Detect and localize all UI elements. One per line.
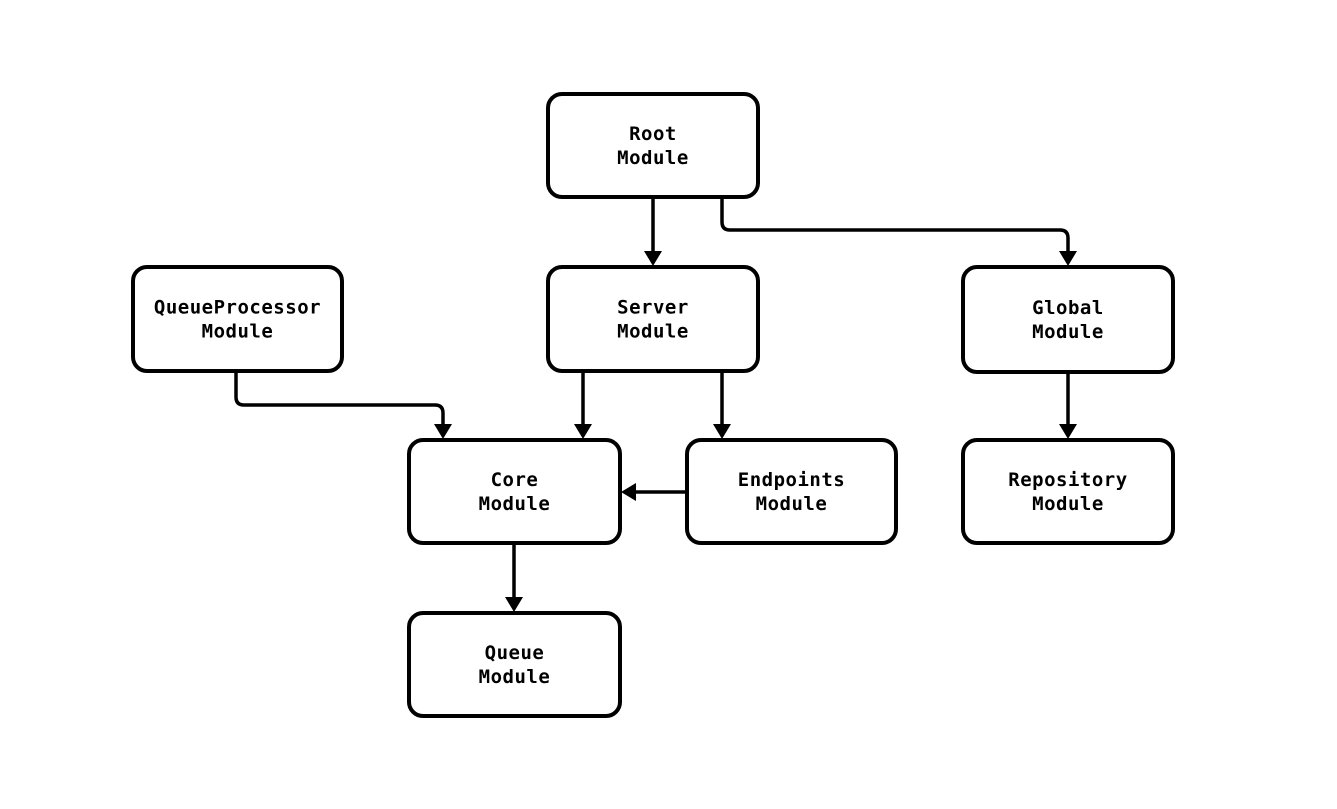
edge-global-to-repository [1059,372,1077,439]
node-label-line2: Module [617,147,689,169]
edge-queueprocessor-to-core [234,371,452,439]
node-box[interactable] [685,438,898,545]
node-box[interactable] [546,265,760,373]
node-label-line1: Endpoints [738,469,845,491]
node-label-line2: Module [1032,493,1104,515]
node-box[interactable] [131,265,344,373]
edge-arrowhead [1059,251,1077,266]
edge-arrowhead [644,251,662,266]
node-box[interactable] [961,438,1175,545]
node-label-line1: Queue [485,642,545,664]
node-label-line1: Global [1032,297,1104,319]
edge-core-to-queue [505,543,523,612]
node-label-line2: Module [479,493,551,515]
edge-arrowhead [1059,424,1077,439]
node-label-line2: Module [617,321,689,343]
node-box[interactable] [407,611,622,718]
node-label-line2: Module [1032,321,1104,343]
edge-root-to-global [720,197,1077,266]
edge-root-to-server [644,197,662,266]
node-box[interactable] [546,92,760,199]
node-label-line2: Module [756,493,828,515]
node-label-line2: Module [479,666,551,688]
node-label-line1: QueueProcessor [154,297,321,319]
edge-arrowhead [434,424,452,439]
edge-arrowhead [621,483,636,501]
node-box[interactable] [961,265,1175,374]
edges-layer [234,197,1077,612]
edge-server-to-core [574,371,592,439]
node-box[interactable] [407,438,622,545]
edge-arrowhead [505,597,523,612]
edge-line [720,197,1070,252]
node-label-line2: Module [202,321,274,343]
node-label-line1: Server [617,297,689,319]
nodes-layer: RootModuleQueueProcessorModuleServerModu… [131,92,1175,718]
node-label-line1: Repository [1008,469,1127,491]
edge-endpoints-to-core [621,483,687,501]
edge-server-to-endpoints [713,371,731,439]
edge-line [234,371,445,425]
edge-arrowhead [574,424,592,439]
edge-arrowhead [713,424,731,439]
node-label-line1: Root [629,123,677,145]
node-label-line1: Core [491,469,539,491]
